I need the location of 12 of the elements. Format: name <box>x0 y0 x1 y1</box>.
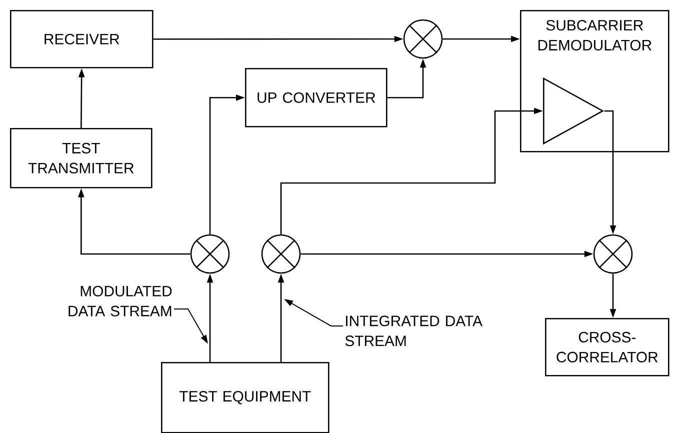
annotation-text: INTEGRATED DATA STREAM <box>345 316 482 346</box>
mixer-symbol <box>403 19 443 59</box>
block-box: TEST TRANSMITTER <box>10 128 152 188</box>
demodulator-box: SUBCARRIER DEMODULATOR <box>520 10 670 152</box>
mixer-symbol <box>593 234 633 274</box>
block-box: TEST EQUIPMENT <box>161 362 330 433</box>
block-box: CROSS- CORRELATOR <box>545 318 670 376</box>
mixer-symbol <box>190 234 230 274</box>
mixer-symbol <box>261 234 301 274</box>
block-box: RECEIVER <box>10 10 154 68</box>
annotation-text: MODULATED DATA STREAM <box>68 286 172 316</box>
block-box: UP CONVERTER <box>245 68 388 128</box>
